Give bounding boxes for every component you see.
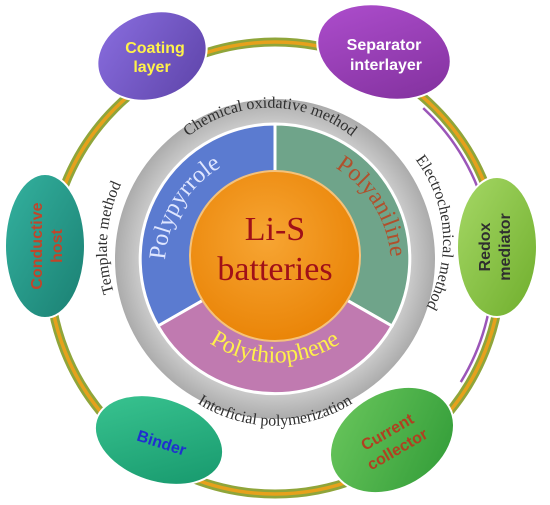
separator-line1: Separator <box>347 37 422 54</box>
coating-layer-bubble: Coating layer <box>96 10 208 102</box>
host-line1: Conductive <box>29 202 46 289</box>
current-collector-bubble: Current collector <box>329 385 455 495</box>
binder-bubble: Binder <box>93 394 225 486</box>
redox-line2: mediator <box>497 213 514 281</box>
center-title-line2: batteries <box>217 251 332 288</box>
redox-line1: Redox <box>477 222 494 271</box>
redox-mediator-bubble: Redox mediator <box>456 176 538 318</box>
center-circle <box>189 170 361 342</box>
separator-interlayer-bubble: Separator interlayer <box>316 3 452 101</box>
conductive-host-bubble: Conductive host <box>4 173 86 319</box>
center-title-line1: Li-S <box>245 211 305 248</box>
coating-line1: Coating <box>125 40 185 57</box>
host-line2: host <box>49 228 66 262</box>
separator-line2: interlayer <box>350 57 422 74</box>
coating-line2: layer <box>133 59 170 76</box>
